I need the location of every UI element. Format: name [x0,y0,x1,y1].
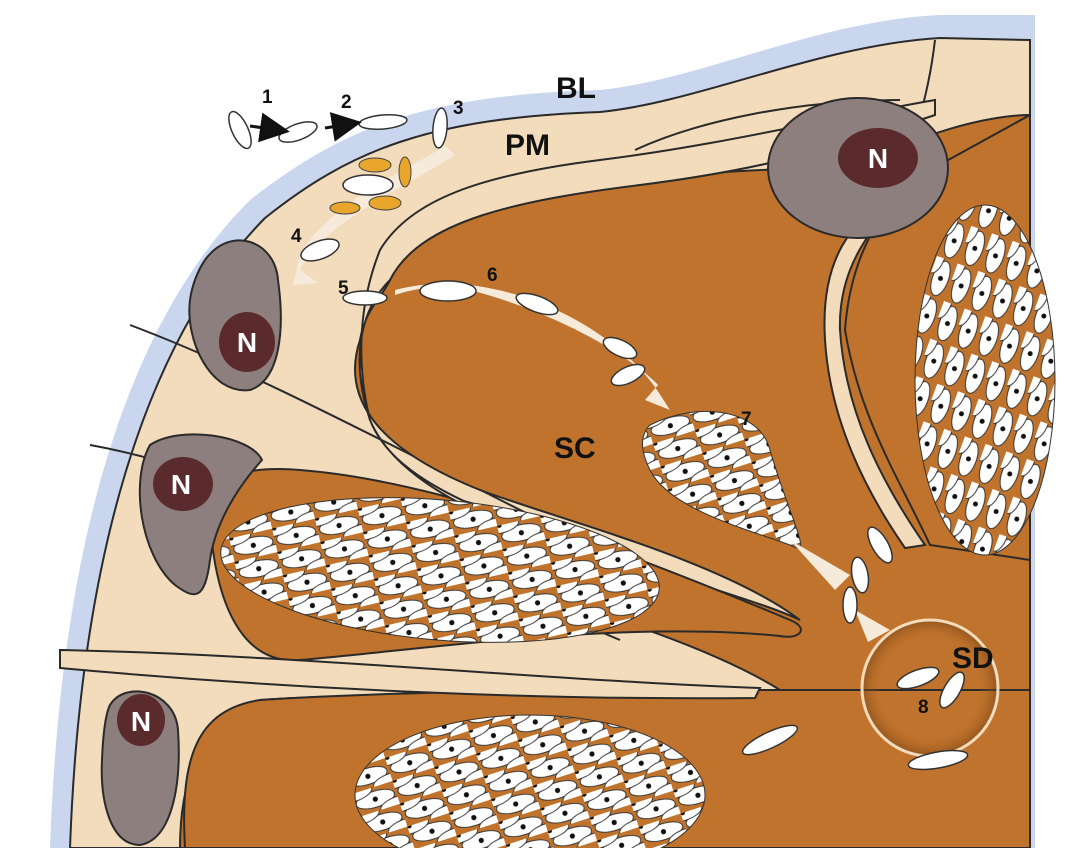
step-label-4: 4 [291,226,302,247]
step-label-7: 7 [741,409,752,430]
step-label-3: 3 [453,98,464,119]
nucleus-label: N [171,469,191,500]
nucleus-label: N [131,706,151,737]
step-label-2: 2 [341,92,352,113]
plasma-membrane-label: PM [505,129,550,162]
nucleus-label: N [237,327,257,358]
step-label-6: 6 [487,265,498,286]
step-label-8: 8 [918,697,929,718]
step-label-1: 1 [262,87,273,108]
basal-lamina-label: BL [556,72,596,105]
secretory-canaliculus-label: SC [554,432,596,465]
nematocyst-cluster-right [915,205,1055,555]
secretory-duct [862,620,998,756]
nucleus-label: N [868,143,888,174]
step-label-5: 5 [338,278,349,299]
secretory-duct-label: SD [952,642,994,675]
nucleus-left-bottom: N [102,691,179,845]
nucleus-top-right: N [768,98,948,238]
